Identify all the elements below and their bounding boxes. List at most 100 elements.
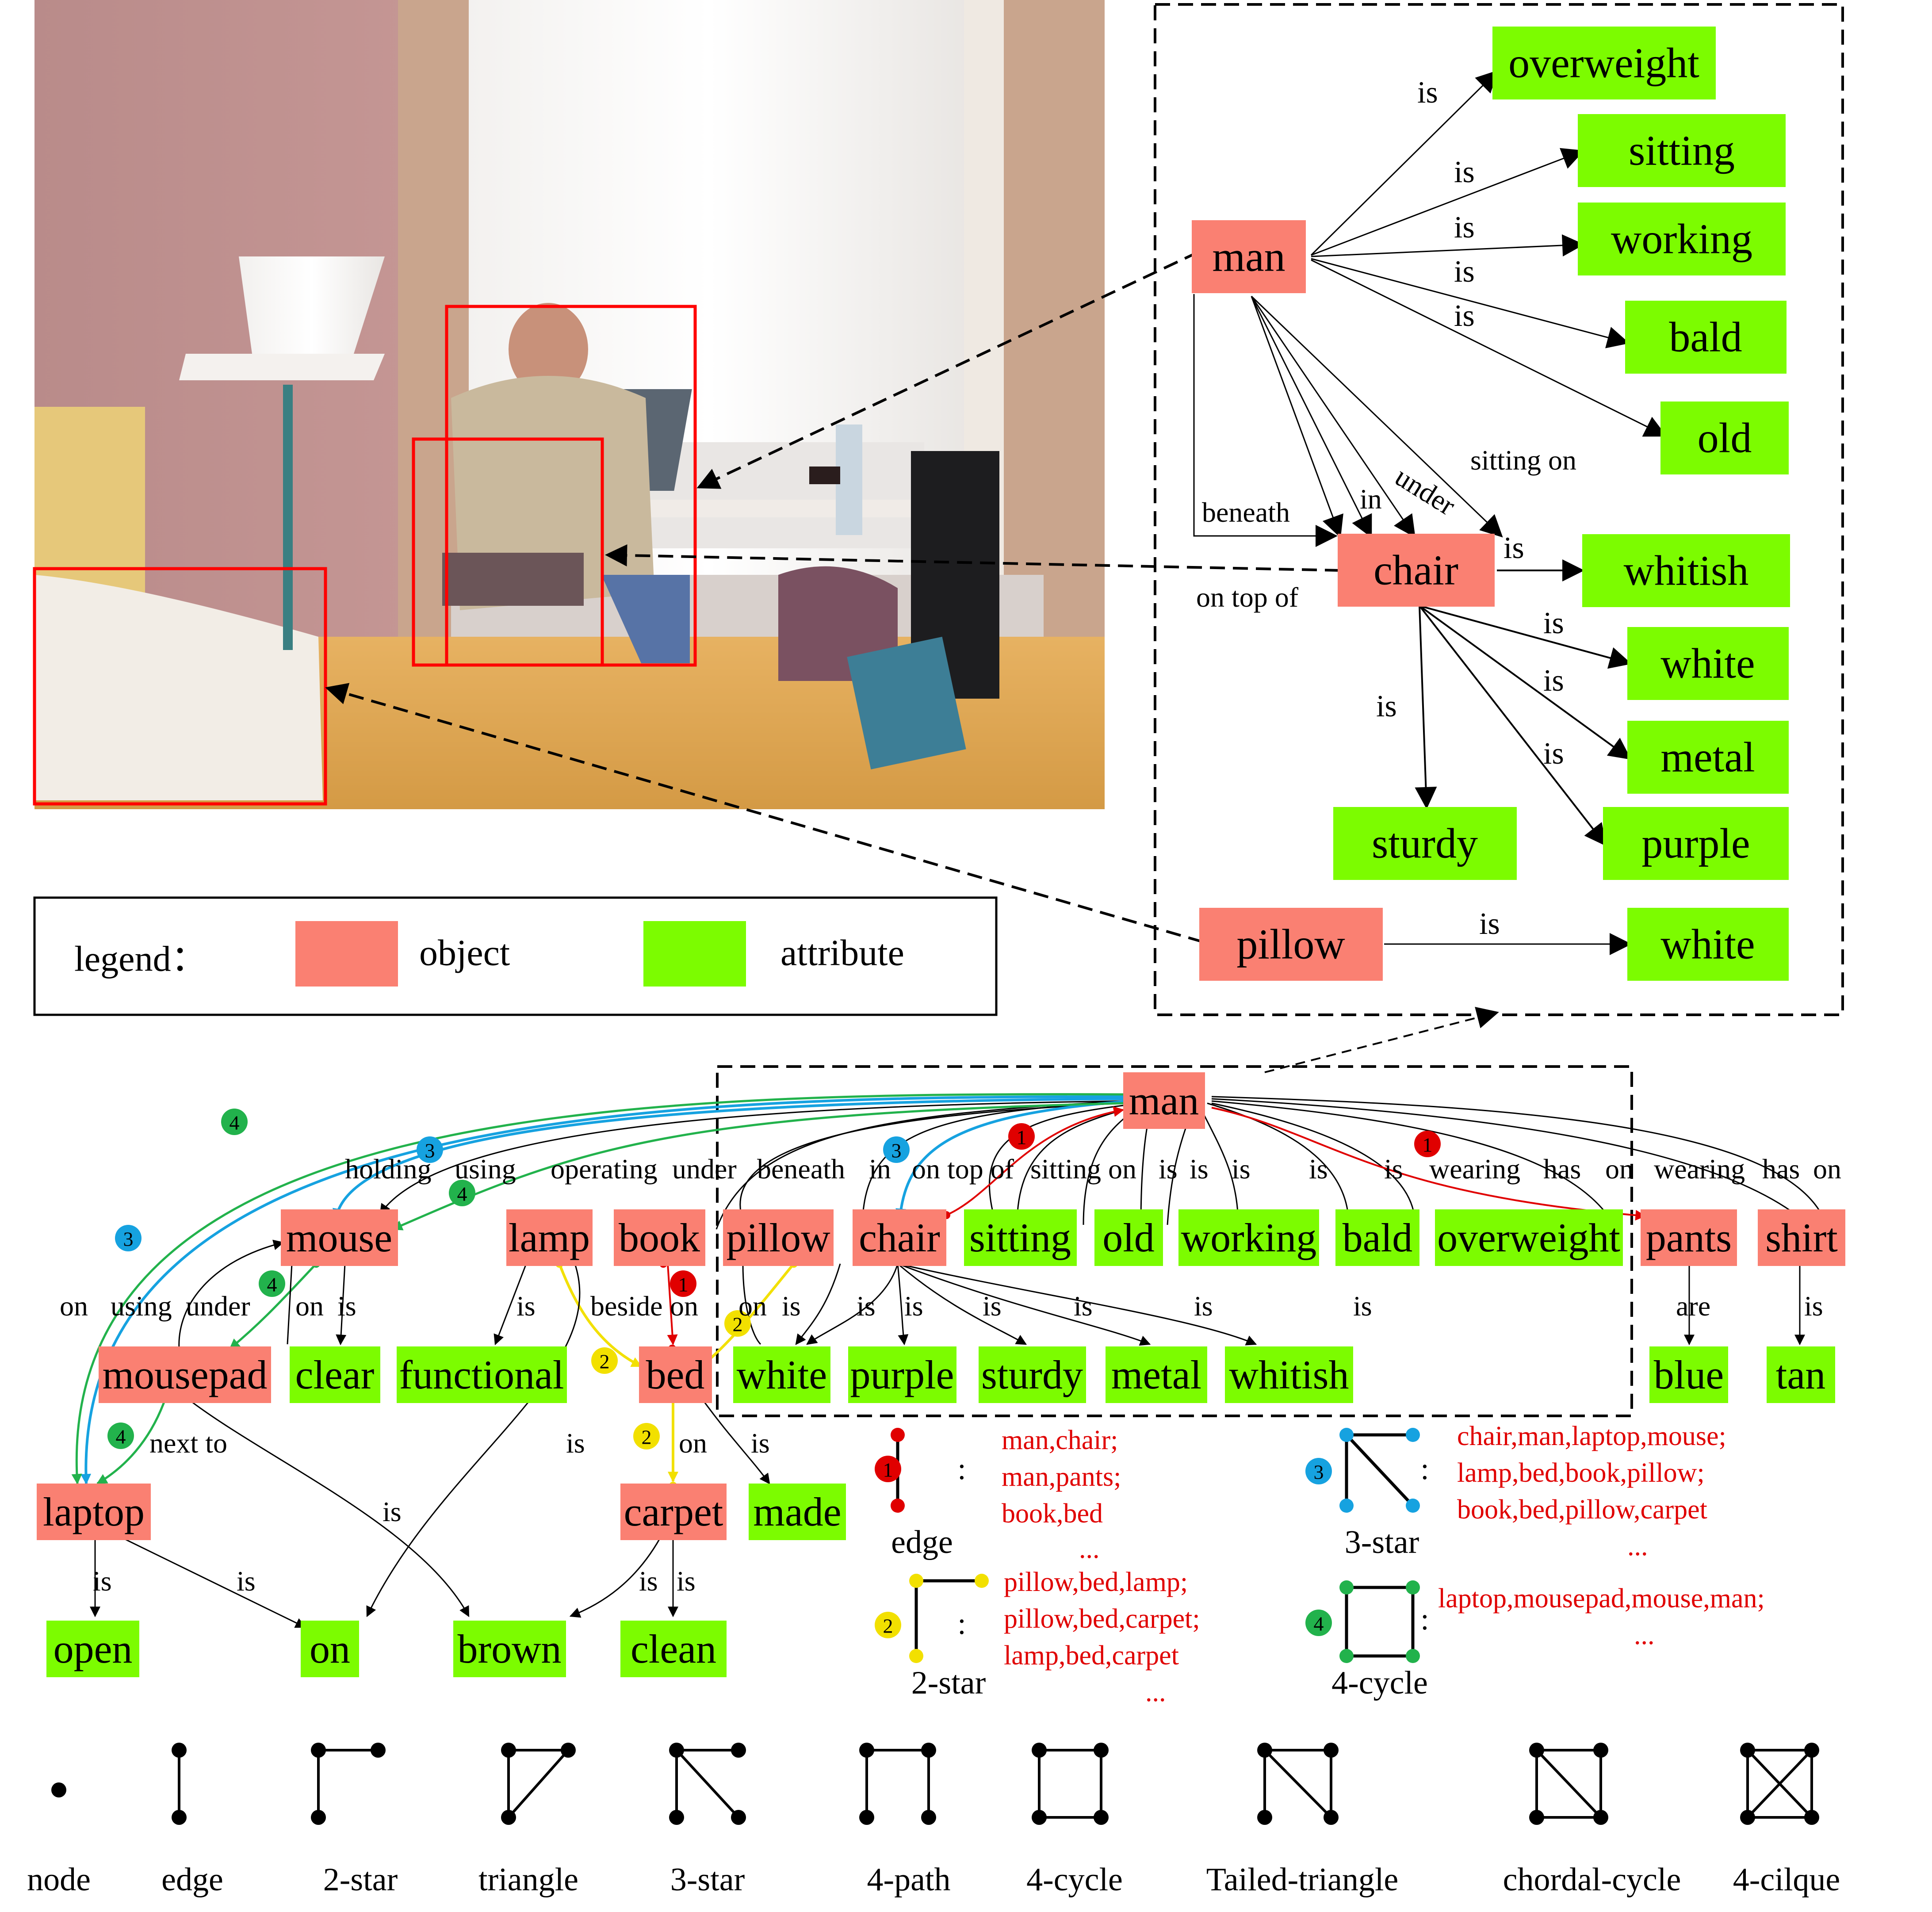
node-clear: clear xyxy=(290,1346,380,1403)
svg-text:laptop: laptop xyxy=(43,1489,145,1534)
motif-label: Tailed-triangle xyxy=(1206,1862,1399,1898)
motif-4-cycle-ellipsis: ... xyxy=(1634,1620,1655,1650)
motif-2-star-example: pillow,bed,lamp; xyxy=(1004,1567,1188,1597)
edge-label: sitting on xyxy=(1030,1153,1136,1185)
svg-text:4: 4 xyxy=(116,1426,126,1448)
badge-4: 4 xyxy=(449,1180,475,1206)
edge-label: is xyxy=(1232,1153,1251,1185)
motif-3-star-example: chair,man,laptop,mouse; xyxy=(1457,1421,1726,1451)
edge-label: in xyxy=(869,1153,891,1185)
svg-text:pillow: pillow xyxy=(726,1215,830,1260)
node-sturdy: sturdy xyxy=(1333,807,1517,880)
svg-text:made: made xyxy=(753,1489,841,1534)
edge-label: is xyxy=(677,1565,696,1597)
edge-label: has xyxy=(1543,1153,1581,1185)
node-blue: blue xyxy=(1649,1346,1728,1403)
edge-label: in xyxy=(1360,483,1382,515)
edge-label: on xyxy=(60,1290,88,1322)
node-overweight: overweight xyxy=(1492,27,1716,99)
node-chair: chair xyxy=(853,1209,946,1266)
svg-text:old: old xyxy=(1698,414,1752,462)
colon: : xyxy=(957,1452,966,1486)
node-white: white xyxy=(733,1346,830,1403)
edge-label: is xyxy=(1454,299,1475,333)
svg-text:white: white xyxy=(1660,921,1755,968)
edge-label: next to xyxy=(149,1427,227,1459)
link-bottom-top xyxy=(1264,1006,1499,1073)
svg-text:metal: metal xyxy=(1660,734,1755,781)
motif-label: 2-star xyxy=(323,1862,398,1898)
edge-label: wearing xyxy=(1654,1153,1745,1185)
svg-text:sitting: sitting xyxy=(969,1215,1071,1260)
svg-text:shirt: shirt xyxy=(1765,1215,1838,1260)
edge-label: is xyxy=(857,1290,876,1322)
node-overweight: overweight xyxy=(1435,1209,1623,1266)
node-sturdy: sturdy xyxy=(979,1346,1086,1403)
colon: : xyxy=(1420,1602,1429,1637)
node-functional: functional xyxy=(397,1346,567,1403)
svg-text:4: 4 xyxy=(230,1112,240,1134)
edge-label: beneath xyxy=(757,1153,845,1185)
bottom-graph-highlight xyxy=(716,1065,1633,1417)
motif-label: chordal-cycle xyxy=(1503,1862,1681,1898)
motif-4-path xyxy=(859,1743,936,1825)
edge-label: is xyxy=(1454,210,1475,245)
edge-label: on xyxy=(295,1290,324,1322)
node-laptop: laptop xyxy=(37,1484,151,1540)
svg-text:sturdy: sturdy xyxy=(981,1352,1083,1397)
edge-label: is xyxy=(1384,1153,1403,1185)
node-working: working xyxy=(1178,1209,1319,1266)
motif-3-star xyxy=(669,1743,746,1825)
photo xyxy=(33,0,1105,809)
svg-text:3: 3 xyxy=(123,1228,134,1250)
svg-text:sitting: sitting xyxy=(1629,127,1735,174)
node-white: white xyxy=(1627,627,1789,700)
svg-text:2: 2 xyxy=(883,1615,893,1637)
edge-label: under xyxy=(1390,461,1461,521)
svg-text:2: 2 xyxy=(642,1426,652,1449)
node-man: man xyxy=(1123,1072,1205,1129)
node-pillow: pillow xyxy=(723,1209,834,1266)
node-lamp: lamp xyxy=(506,1209,593,1266)
motif-edge-example: man,pants; xyxy=(1002,1462,1121,1492)
edge-label: is xyxy=(1479,907,1500,941)
node-working: working xyxy=(1578,203,1786,275)
node-on: on xyxy=(301,1621,359,1677)
svg-text:man: man xyxy=(1129,1078,1199,1123)
edge-label: is xyxy=(1194,1290,1213,1322)
svg-text:chair: chair xyxy=(859,1215,940,1260)
edge-label: holding xyxy=(345,1153,432,1185)
svg-text:purple: purple xyxy=(1641,820,1750,867)
motif-edge-example: book,bed xyxy=(1002,1499,1103,1529)
node-pillow: pillow xyxy=(1199,908,1383,981)
motif-edge-example: man,chair; xyxy=(1002,1425,1118,1455)
link-man-photo xyxy=(696,251,1199,489)
edge-label: beneath xyxy=(1202,497,1290,528)
svg-text:working: working xyxy=(1611,215,1752,263)
node-purple: purple xyxy=(848,1346,956,1403)
edge-label: operating xyxy=(551,1153,658,1185)
edge-label: is xyxy=(1376,689,1397,723)
node-man: man xyxy=(1192,220,1306,293)
svg-text:sturdy: sturdy xyxy=(1372,820,1478,867)
edge-label: is xyxy=(1543,737,1564,771)
motif-label: 4-cycle xyxy=(1026,1862,1123,1898)
edge-label: wearing xyxy=(1429,1153,1520,1185)
motif-4-cycle-example: laptop,mousepad,mouse,man; xyxy=(1438,1583,1765,1614)
svg-text:on: on xyxy=(310,1626,350,1671)
edge-label: is xyxy=(1454,255,1475,289)
edge-label: is xyxy=(904,1290,923,1322)
svg-text:overweight: overweight xyxy=(1437,1215,1620,1260)
legend-object-label: object xyxy=(419,933,510,974)
edge-label: on xyxy=(738,1290,767,1322)
link-chair-photo xyxy=(605,544,1340,572)
colon: : xyxy=(1420,1452,1429,1486)
svg-text:working: working xyxy=(1181,1215,1317,1260)
node-whitish: whitish xyxy=(1225,1346,1353,1403)
edge-label: sitting on xyxy=(1470,444,1576,476)
edge-label: is xyxy=(516,1290,536,1322)
badge-2: 2 xyxy=(724,1310,751,1337)
badge-4: 4 xyxy=(107,1423,134,1449)
motif-edge xyxy=(172,1743,187,1825)
